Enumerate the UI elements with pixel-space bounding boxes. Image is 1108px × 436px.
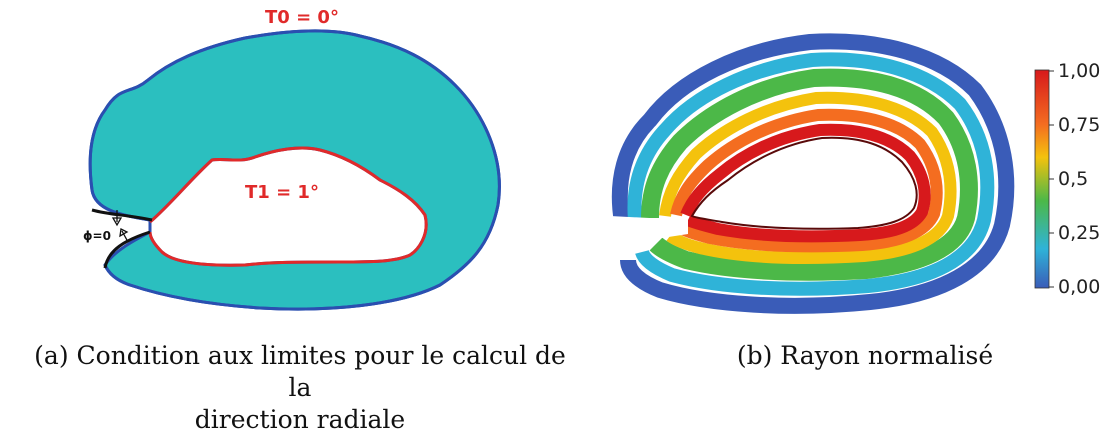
- colorbar-label-050: 0,5: [1058, 168, 1088, 190]
- colorbar-ticks: [1049, 70, 1054, 288]
- caption-a: (a) Condition aux limites pour le calcul…: [20, 340, 580, 436]
- label-outer-condition: T0 = 0°: [265, 7, 339, 28]
- outer-boundary: [88, 29, 501, 311]
- caption-b: (b) Rayon normalisé: [736, 341, 994, 370]
- colorbar-label-100: 1,00: [1058, 60, 1100, 82]
- colorbar-label-025: 0,25: [1058, 222, 1100, 244]
- cut-gap: [610, 216, 688, 246]
- colorbar-label-000: 0,00: [1058, 276, 1100, 298]
- cut-edge-bottom: [103, 230, 151, 269]
- inner-cavity: [690, 136, 918, 230]
- caption-a-line2: direction radiale: [194, 405, 406, 434]
- colorbar-label-075: 0,75: [1058, 114, 1100, 136]
- inner-boundary: [148, 146, 428, 267]
- band-yellow: [659, 91, 957, 264]
- figure-a-boundary-conditions: T0 = 0° T1 = 1° ϕ=0: [0, 0, 540, 330]
- figure-b-normalized-radius: 1,00 0,75 0,5 0,25 0,00: [580, 20, 1108, 330]
- cut-arrow-up: [119, 228, 129, 243]
- band-outer: [611, 33, 1015, 314]
- figure-b-diagram: 1,00 0,75 0,5 0,25 0,00: [610, 33, 1100, 314]
- label-cut: ϕ=0: [83, 229, 111, 243]
- figure-a-diagram: T0 = 0° T1 = 1° ϕ=0: [83, 7, 501, 311]
- caption-a-line1: (a) Condition aux limites pour le calcul…: [34, 341, 566, 402]
- domain-region: [88, 29, 501, 311]
- band-green: [641, 68, 978, 281]
- cut-arrow-down: [111, 210, 123, 227]
- cut-edge-top: [91, 208, 153, 222]
- band-cyan: [627, 52, 995, 296]
- normalized-radius-field: [611, 33, 1015, 314]
- band-red: [680, 123, 931, 243]
- label-inner-condition: T1 = 1°: [245, 182, 319, 203]
- band-orange: [670, 108, 943, 253]
- colorbar: [1034, 69, 1050, 289]
